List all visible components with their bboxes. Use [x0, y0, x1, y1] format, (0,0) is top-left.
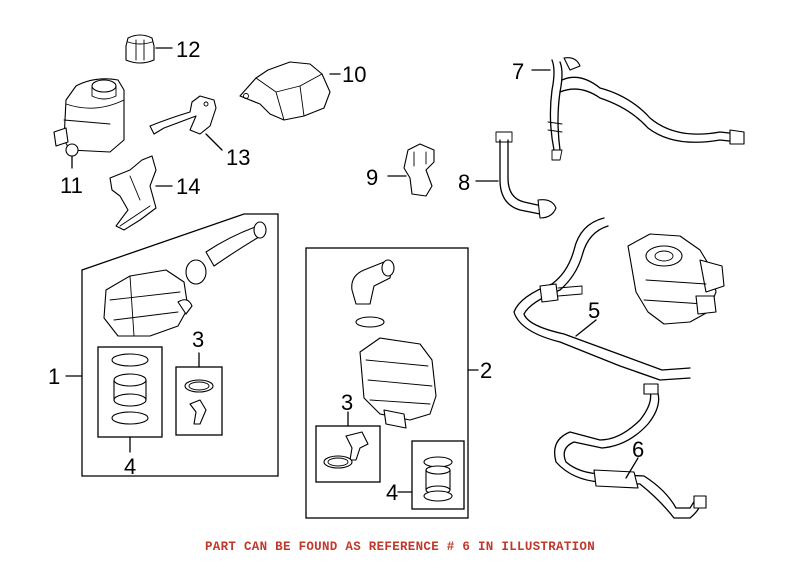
callout-7: 7 — [512, 59, 524, 84]
callout-3b: 3 — [341, 390, 353, 415]
part-14-mount-bracket — [109, 155, 157, 231]
callout-9: 9 — [366, 165, 378, 190]
part-13-bracket — [149, 95, 217, 135]
part-5-coolant-line — [513, 217, 691, 381]
callout-3a: 3 — [192, 327, 204, 352]
part-4b-hose-kit — [423, 456, 453, 502]
callout-12: 12 — [176, 37, 200, 62]
callout-1: 1 — [48, 364, 60, 389]
part-6-coolant-pipe — [553, 383, 707, 519]
callout-4b: 4 — [386, 480, 398, 505]
part-2-charge-air-cooler — [351, 259, 437, 429]
assembly-2-frame — [305, 247, 469, 519]
water-pump — [627, 233, 725, 325]
callout-4a: 4 — [124, 454, 136, 479]
part-7-coolant-hose — [547, 57, 745, 161]
callout-8: 8 — [458, 170, 470, 195]
part-12-cap — [125, 34, 155, 64]
callout-5: 5 — [588, 298, 600, 323]
part-10-upper-bracket — [239, 61, 331, 121]
part-4a-hose-kit — [111, 353, 149, 425]
leader-13 — [205, 133, 223, 151]
part-9-clip — [403, 143, 435, 197]
part-1-intercooler — [103, 221, 267, 337]
leader-5 — [575, 319, 597, 337]
callout-14: 14 — [176, 174, 200, 199]
callout-10: 10 — [342, 62, 366, 87]
leader-6 — [625, 457, 639, 479]
part-3b-seal-kit — [323, 431, 369, 469]
kit-4b-frame — [411, 440, 465, 510]
callout-11: 11 — [60, 173, 83, 198]
callout-6: 6 — [632, 437, 644, 462]
part-8-coolant-pipe — [495, 131, 557, 219]
part-11-expansion-tank — [53, 78, 125, 157]
part-3a-seal-kit — [184, 379, 214, 425]
assembly-1-frame — [81, 213, 279, 477]
callout-13: 13 — [226, 145, 250, 170]
reference-note: PART CAN BE FOUND AS REFERENCE # 6 IN IL… — [204, 540, 596, 554]
callout-2: 2 — [480, 358, 492, 383]
kit-3b-frame — [315, 425, 381, 483]
